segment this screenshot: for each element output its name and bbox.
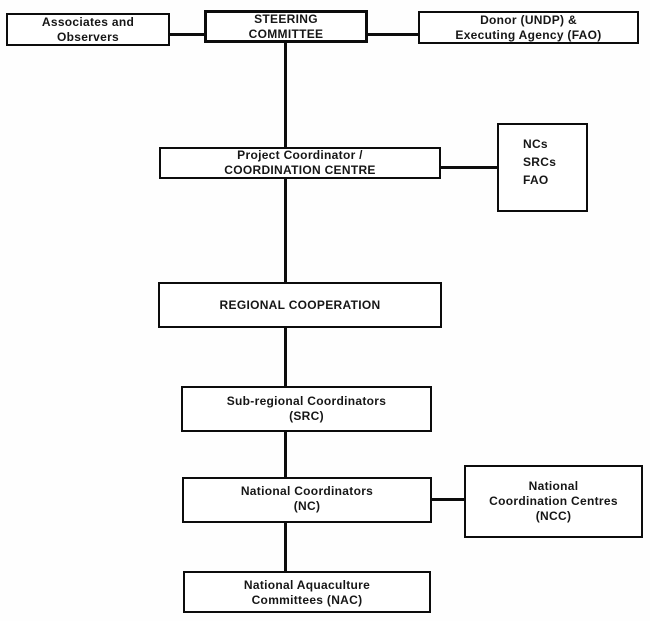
connector-nc-to-ncc	[432, 498, 464, 501]
box-project-coordinator-label: Project Coordinator /	[237, 148, 363, 162]
connector-project-to-ncs	[441, 166, 497, 169]
box-associates-observers-label: Observers	[56, 29, 120, 44]
box-steering-committee-label: COMMITTEE	[248, 26, 324, 41]
connector-regional-to-src	[284, 328, 287, 386]
box-project-coordinator-label: COORDINATION CENTRE	[224, 163, 376, 177]
box-national-aquaculture-committees: National Aquaculture Committees (NAC)	[183, 571, 431, 613]
box-sub-regional-coordinators-label: Sub-regional Coordinators	[226, 394, 387, 408]
box-steering-committee: STEERING COMMITTEE	[204, 10, 368, 43]
box-national-coordination-centres-label: Coordination Centres	[489, 494, 618, 508]
connector-project-to-regional	[284, 178, 287, 282]
box-national-coordinators-label: (NC)	[293, 499, 321, 513]
box-national-coordinators-label: National Coordinators	[240, 484, 374, 498]
box-steering-committee-label: STEERING	[254, 11, 318, 26]
box-donor-executing-agency: Donor (UNDP) & Executing Agency (FAO)	[418, 11, 639, 44]
connector-steering-to-project	[284, 42, 287, 147]
box-national-coordination-centres: National Coordination Centres (NCC)	[464, 465, 643, 538]
box-sub-regional-coordinators: Sub-regional Coordinators (SRC)	[181, 386, 432, 432]
connector-nc-to-nac	[284, 523, 287, 571]
connector-src-to-nc	[284, 432, 287, 477]
box-national-aquaculture-committees-label: Committees (NAC)	[251, 593, 363, 607]
box-associates-observers: Associates and Observers	[6, 13, 170, 46]
connector-associates-to-steering	[170, 33, 204, 36]
box-regional-cooperation: REGIONAL COOPERATION	[158, 282, 442, 328]
box-ncs-srcs-fao-label: NCs	[523, 137, 548, 151]
connector-steering-to-donor	[368, 33, 418, 36]
box-ncs-srcs-fao: NCs SRCs FAO	[497, 123, 588, 212]
box-donor-executing-agency-label: Executing Agency (FAO)	[455, 27, 602, 42]
box-ncs-srcs-fao-label: SRCs	[523, 155, 557, 169]
box-associates-observers-label: Associates and	[41, 14, 135, 29]
box-regional-cooperation-label: REGIONAL COOPERATION	[219, 297, 381, 312]
box-national-coordination-centres-label: National	[528, 479, 579, 493]
box-ncs-srcs-fao-label: FAO	[523, 173, 549, 187]
box-national-aquaculture-committees-label: National Aquaculture	[243, 578, 371, 592]
box-national-coordinators: National Coordinators (NC)	[182, 477, 432, 523]
box-donor-executing-agency-label: Donor (UNDP) &	[480, 12, 577, 27]
box-sub-regional-coordinators-label: (SRC)	[289, 409, 324, 423]
box-project-coordinator: Project Coordinator / COORDINATION CENTR…	[159, 147, 441, 179]
box-national-coordination-centres-label: (NCC)	[535, 509, 572, 523]
